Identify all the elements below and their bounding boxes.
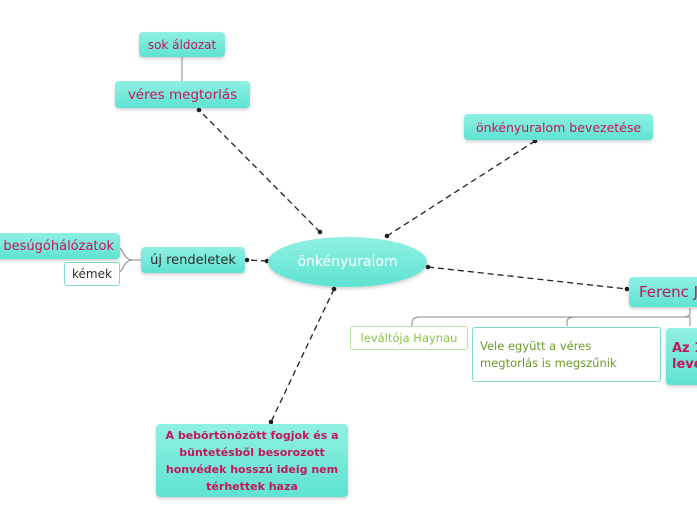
- central-topic[interactable]: önkényuralom: [268, 237, 427, 287]
- node-kemek[interactable]: kémek: [64, 262, 120, 286]
- link-dot: [425, 264, 431, 270]
- link-ferenc-jozsef: [427, 266, 628, 290]
- link-ferenc-children: [411, 308, 691, 326]
- node-label: Ferenc J: [639, 283, 697, 301]
- node-label: besúgóhálózatok: [3, 238, 114, 254]
- node-label: A bebörtönözött fogjok és a büntetésből …: [165, 428, 339, 493]
- node-label: önkényuralom bevezetése: [475, 119, 642, 135]
- node-label: kémek: [72, 267, 112, 281]
- link-veres-megtorlas: [198, 109, 321, 233]
- link-onkenyuralom-bevezetese: [386, 140, 536, 237]
- link-dot: [624, 286, 630, 292]
- node-sok-aldozat[interactable]: sok áldozat: [139, 32, 225, 57]
- link-dot: [384, 233, 390, 239]
- link-dot: [268, 419, 274, 425]
- link-dot: [331, 286, 337, 292]
- node-veres-megtorlas[interactable]: véres megtorlás: [115, 81, 250, 108]
- node-uj-rendeletek[interactable]: új rendeletek: [141, 247, 245, 273]
- link-dot: [244, 257, 250, 263]
- link-uj-rendeletek: [246, 259, 268, 262]
- node-bebortonozott[interactable]: A bebörtönözött fogjok és a büntetésből …: [156, 424, 348, 497]
- link-dot: [196, 107, 202, 113]
- node-levaltoja-haynau[interactable]: leváltója Haynau: [350, 326, 468, 350]
- node-label: Vele együtt a véres megtorlás is megszűn…: [480, 338, 617, 370]
- central-label: önkényuralom: [297, 254, 398, 270]
- link-dot: [317, 229, 323, 235]
- node-ferenc-jozsef[interactable]: Ferenc J: [629, 277, 697, 307]
- node-az-cut[interactable]: Az 1 leve: [666, 328, 697, 385]
- link-az-cut: [684, 316, 691, 326]
- node-label: véres megtorlás: [127, 86, 238, 103]
- link-bebortonozott: [270, 288, 335, 423]
- node-label: leváltója Haynau: [360, 331, 458, 345]
- node-label: sok áldozat: [147, 37, 217, 52]
- node-vele-egyutt[interactable]: Vele együtt a véres megtorlás is megszűn…: [472, 327, 661, 382]
- link-vele-egyutt: [566, 316, 576, 326]
- node-onkenyuralom-bevezetese[interactable]: önkényuralom bevezetése: [464, 114, 653, 140]
- node-besugohalozatok[interactable]: besúgóhálózatok: [0, 233, 120, 259]
- node-label: Az 1 leve: [672, 340, 697, 372]
- node-label: új rendeletek: [150, 252, 236, 268]
